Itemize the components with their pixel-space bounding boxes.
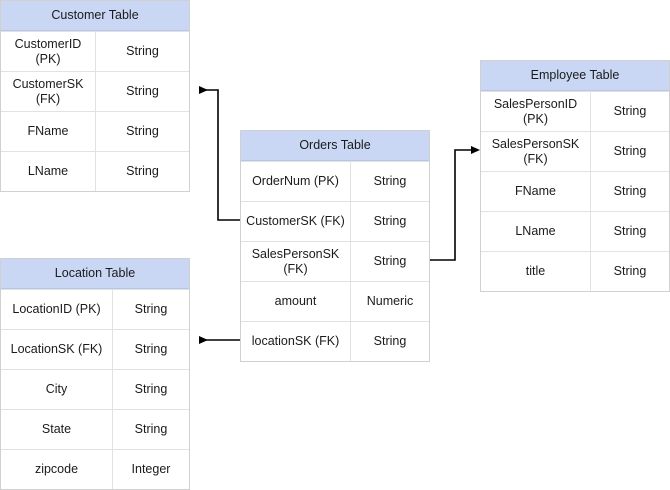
field-type: String (373, 174, 407, 189)
field-type: String (613, 184, 647, 199)
table-row: LName String (481, 211, 669, 251)
field-type: String (134, 302, 168, 317)
table-title-orders: Orders Table (241, 131, 429, 161)
field-type: String (613, 104, 647, 119)
table-row: City String (1, 369, 189, 409)
field-type: String (373, 214, 407, 229)
field-name: LName (481, 212, 591, 251)
table-row: SalesPersonSK (FK) String (481, 131, 669, 171)
entity-table-orders[interactable]: Orders Table OrderNum (PK) String Custom… (240, 130, 430, 362)
field-name: FName (1, 112, 96, 151)
table-title-location: Location Table (1, 259, 189, 289)
table-row: FName String (481, 171, 669, 211)
field-type: String (126, 164, 159, 179)
table-title-customer: Customer Table (1, 1, 189, 31)
table-row: title String (481, 251, 669, 291)
field-type: String (373, 254, 407, 269)
table-row: locationSK (FK) String (241, 321, 429, 361)
field-name: CustomerSK (FK) (241, 202, 351, 241)
connector-orders-to-customer (199, 86, 240, 221)
table-title-employee: Employee Table (481, 61, 669, 91)
field-name: CustomerID (PK) (1, 32, 96, 71)
table-row: zipcode Integer (1, 449, 189, 489)
field-name: State (1, 410, 113, 449)
field-name: FName (481, 172, 591, 211)
connector-orders-to-employee (430, 146, 480, 261)
entity-table-employee[interactable]: Employee Table SalesPersonID (PK) String… (480, 60, 670, 292)
table-row: FName String (1, 111, 189, 151)
field-type: String (134, 382, 168, 397)
field-type: Numeric (366, 294, 414, 309)
table-row: LocationSK (FK) String (1, 329, 189, 369)
table-row: SalesPersonID (PK) String (481, 91, 669, 131)
field-name: LocationSK (FK) (1, 330, 113, 369)
table-row: OrderNum (PK) String (241, 161, 429, 201)
table-row: State String (1, 409, 189, 449)
field-name: amount (241, 282, 351, 321)
field-name: SalesPersonID (PK) (481, 92, 591, 131)
field-name: title (481, 252, 591, 291)
table-row: LocationID (PK) String (1, 289, 189, 329)
table-row: LName String (1, 151, 189, 191)
field-name: SalesPersonSK (FK) (241, 242, 351, 281)
field-type: String (613, 264, 647, 279)
field-type: String (126, 84, 159, 99)
field-type: String (373, 334, 407, 349)
field-name: LName (1, 152, 96, 191)
table-row: amount Numeric (241, 281, 429, 321)
table-row: CustomerSK (FK) String (241, 201, 429, 241)
field-name: CustomerSK (FK) (1, 72, 96, 111)
table-row: CustomerID (PK) String (1, 31, 189, 71)
entity-table-location[interactable]: Location Table LocationID (PK) String Lo… (0, 258, 190, 490)
field-type: Integer (131, 462, 171, 477)
field-type: String (134, 342, 168, 357)
field-name: locationSK (FK) (241, 322, 351, 361)
field-type: String (126, 124, 159, 139)
field-name: City (1, 370, 113, 409)
table-row: CustomerSK (FK) String (1, 71, 189, 111)
field-type: String (613, 224, 647, 239)
entity-table-customer[interactable]: Customer Table CustomerID (PK) String Cu… (0, 0, 190, 192)
field-name: zipcode (1, 450, 113, 489)
field-type: String (126, 44, 159, 59)
field-name: LocationID (PK) (1, 290, 113, 329)
field-name: OrderNum (PK) (241, 162, 351, 201)
table-row: SalesPersonSK (FK) String (241, 241, 429, 281)
field-name: SalesPersonSK (FK) (481, 132, 591, 171)
field-type: String (613, 144, 647, 159)
field-type: String (134, 422, 168, 437)
